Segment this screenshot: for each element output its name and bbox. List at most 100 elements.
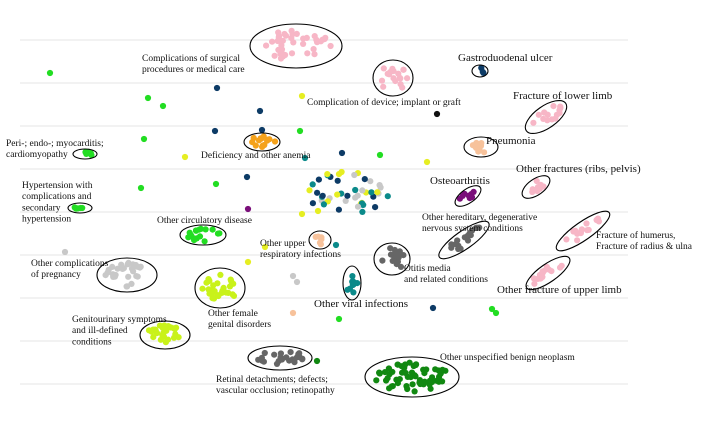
cluster-point (310, 46, 317, 53)
cluster-label: Fracture of radius & ulna (596, 241, 693, 252)
central-point (377, 184, 384, 191)
central-point (319, 192, 326, 199)
cluster-point (327, 42, 334, 50)
cluster-label: Pneumonia (486, 135, 536, 147)
cluster-point (261, 349, 268, 357)
cluster-point (228, 277, 235, 284)
cluster-point (404, 75, 411, 82)
cluster-point (263, 42, 270, 49)
cluster-label: Other upper (260, 239, 306, 249)
cluster-point (271, 52, 278, 59)
cluster-point (473, 140, 480, 147)
cluster-point (412, 373, 419, 380)
cluster-point (300, 40, 307, 48)
cluster-point (530, 119, 537, 126)
central-point (315, 176, 322, 183)
cluster-label: conditions (72, 337, 112, 347)
cluster-point (137, 263, 144, 270)
cluster-label: Deficiency and other anemia (201, 150, 311, 161)
central-point (354, 203, 362, 210)
cluster-point (170, 334, 178, 341)
cluster-outlines (67, 23, 611, 398)
cluster-label: Genitourinary symptoms (72, 315, 167, 325)
central-point (320, 201, 327, 208)
scatter-point (293, 278, 301, 286)
cluster-point (260, 358, 267, 365)
scatter-point (211, 127, 219, 135)
cluster-point (533, 177, 540, 185)
central-point (372, 204, 379, 211)
scatter-point (46, 69, 54, 77)
cluster-outline (243, 132, 281, 152)
cluster-point (225, 289, 232, 296)
cluster-outline (438, 220, 490, 260)
cluster-point (398, 363, 405, 370)
cluster-point (410, 362, 417, 370)
cluster-point (152, 327, 159, 334)
cluster-point (128, 280, 135, 287)
scatter-point (212, 180, 220, 188)
cluster-point (350, 289, 357, 296)
cluster-point (400, 66, 407, 73)
cluster-outline (67, 202, 93, 214)
cluster-point (104, 269, 111, 276)
cluster-point (381, 369, 389, 376)
cluster-point (417, 380, 424, 388)
cluster-label: and ill-defined (72, 325, 128, 336)
cluster-outline (96, 257, 158, 293)
cluster-point (216, 230, 223, 237)
cluster-point (202, 226, 209, 233)
cluster-outline (364, 356, 460, 398)
cluster-outline (72, 148, 98, 160)
scatter-point (313, 357, 321, 365)
cluster-point (553, 111, 561, 118)
cluster-point (583, 220, 590, 227)
scatter-point (433, 110, 441, 118)
scatter-point (376, 151, 384, 159)
scatter-point (301, 154, 309, 162)
scatter-point (261, 243, 269, 251)
central-point (351, 171, 358, 179)
cluster-label: nervous system conditions (422, 224, 523, 234)
cluster-point (260, 133, 267, 140)
cluster-point (288, 27, 295, 34)
cluster-point (269, 38, 276, 45)
cluster-point (534, 187, 541, 195)
cluster-point (407, 374, 414, 381)
central-point (374, 189, 381, 196)
cluster-point (165, 323, 172, 330)
central-point (309, 181, 316, 188)
cluster-point (373, 377, 380, 384)
scatter-point (244, 205, 252, 213)
central-point (342, 197, 349, 204)
central-point (306, 187, 313, 194)
cluster-point (550, 103, 557, 110)
cluster-label: Other complications (31, 259, 109, 269)
cluster-point (322, 34, 329, 41)
cluster-point (255, 356, 262, 363)
cluster-point (271, 138, 279, 145)
cluster-point (215, 292, 222, 300)
scatter-point (137, 184, 145, 192)
cluster-point (481, 149, 488, 156)
cluster-label: Osteoarthritis (430, 175, 490, 187)
cluster-point (578, 226, 586, 233)
cluster-point (467, 232, 474, 239)
cluster-point (535, 111, 542, 118)
cluster-point (114, 265, 121, 272)
cluster-point (389, 368, 396, 375)
cluster-point (344, 286, 351, 293)
central-point (344, 192, 351, 199)
cluster-point (387, 69, 394, 76)
cluster-point (220, 284, 227, 291)
scatter-point (159, 102, 167, 110)
cluster-point (171, 325, 178, 333)
cluster-point (459, 192, 466, 199)
cluster-point (175, 334, 182, 341)
cluster-label: cardiomyopathy (6, 150, 68, 160)
cluster-point (470, 188, 477, 195)
cluster-point (282, 32, 290, 39)
cluster-point (255, 137, 263, 144)
central-point (334, 177, 341, 184)
